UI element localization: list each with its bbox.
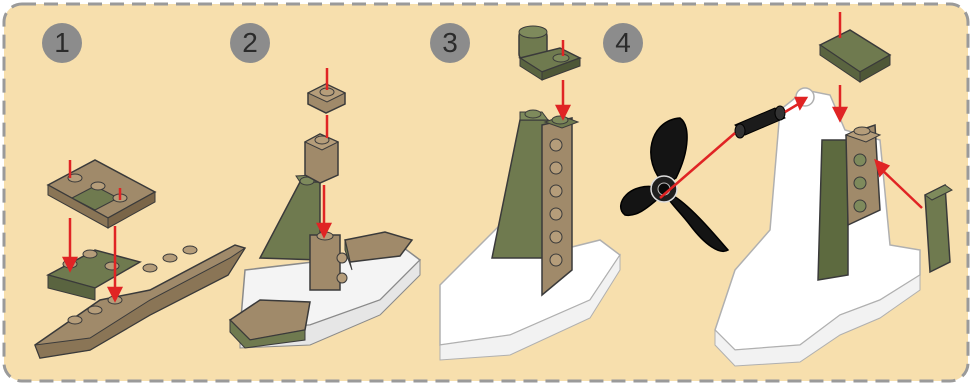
side-stud bbox=[337, 253, 347, 263]
green-tall-stud bbox=[525, 110, 541, 118]
step-badge-3: 3 bbox=[430, 23, 470, 63]
column-green-stud bbox=[552, 116, 568, 124]
step-badge-2: 2 bbox=[230, 23, 270, 63]
step-badge-4: 4 bbox=[603, 23, 643, 63]
step-number: 1 bbox=[54, 27, 70, 58]
tan-column-4-stud bbox=[854, 127, 870, 135]
pin-end-2 bbox=[775, 106, 785, 120]
green-side-studs bbox=[854, 154, 866, 212]
step-number: 3 bbox=[442, 27, 458, 58]
step-badge-1: 1 bbox=[42, 23, 82, 63]
green-bracket-cylinder-top bbox=[519, 26, 547, 38]
step-number: 4 bbox=[615, 27, 631, 58]
tan-column bbox=[310, 235, 340, 290]
green-bracket-stud bbox=[553, 54, 569, 62]
pin-end bbox=[735, 124, 745, 138]
dark-green-slope bbox=[818, 140, 848, 280]
side-stud-2 bbox=[337, 273, 347, 283]
step-number: 2 bbox=[242, 27, 258, 58]
